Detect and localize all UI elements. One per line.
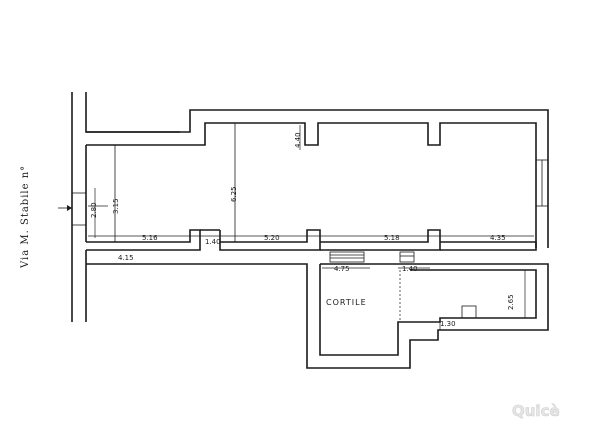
- entrance-arrow: [58, 205, 72, 211]
- dim-upper-right-mark: 4.40: [294, 132, 302, 148]
- street-walls: [71, 92, 180, 322]
- main-bottom-wall: [85, 229, 549, 369]
- dim-small-gap: 1.40: [205, 238, 221, 246]
- courtyard-label: CORTILE: [326, 298, 367, 307]
- dim-segment-1: 5.16: [142, 234, 158, 242]
- dim-left-room-depth: 3.15: [112, 198, 120, 214]
- watermark-logo: Quicè: [512, 402, 560, 420]
- dimension-lines: [88, 125, 534, 330]
- dim-central-depth: 6.25: [230, 186, 238, 202]
- dim-courtyard-mid: 1.40: [402, 265, 418, 273]
- dim-entrance-width: 2.80: [90, 202, 98, 218]
- dim-segment-3: 5.18: [384, 234, 400, 242]
- interior-lines: [114, 123, 477, 322]
- dimension-labels: 2.80 3.15 6.25 4.40 5.16 1.40 5.20 5.18 …: [90, 132, 515, 328]
- building-outline: [72, 109, 549, 248]
- dim-courtyard-left: 4.75: [334, 265, 350, 273]
- dim-segment-2: 5.20: [264, 234, 280, 242]
- dim-lower-left-wall: 4.15: [118, 254, 134, 262]
- dim-segment-4: 4.35: [490, 234, 506, 242]
- dim-courtyard-right-height: 2.65: [507, 294, 515, 310]
- dim-courtyard-bottom: 1.30: [440, 320, 456, 328]
- street-label: Via M. Stabile n°: [20, 165, 31, 269]
